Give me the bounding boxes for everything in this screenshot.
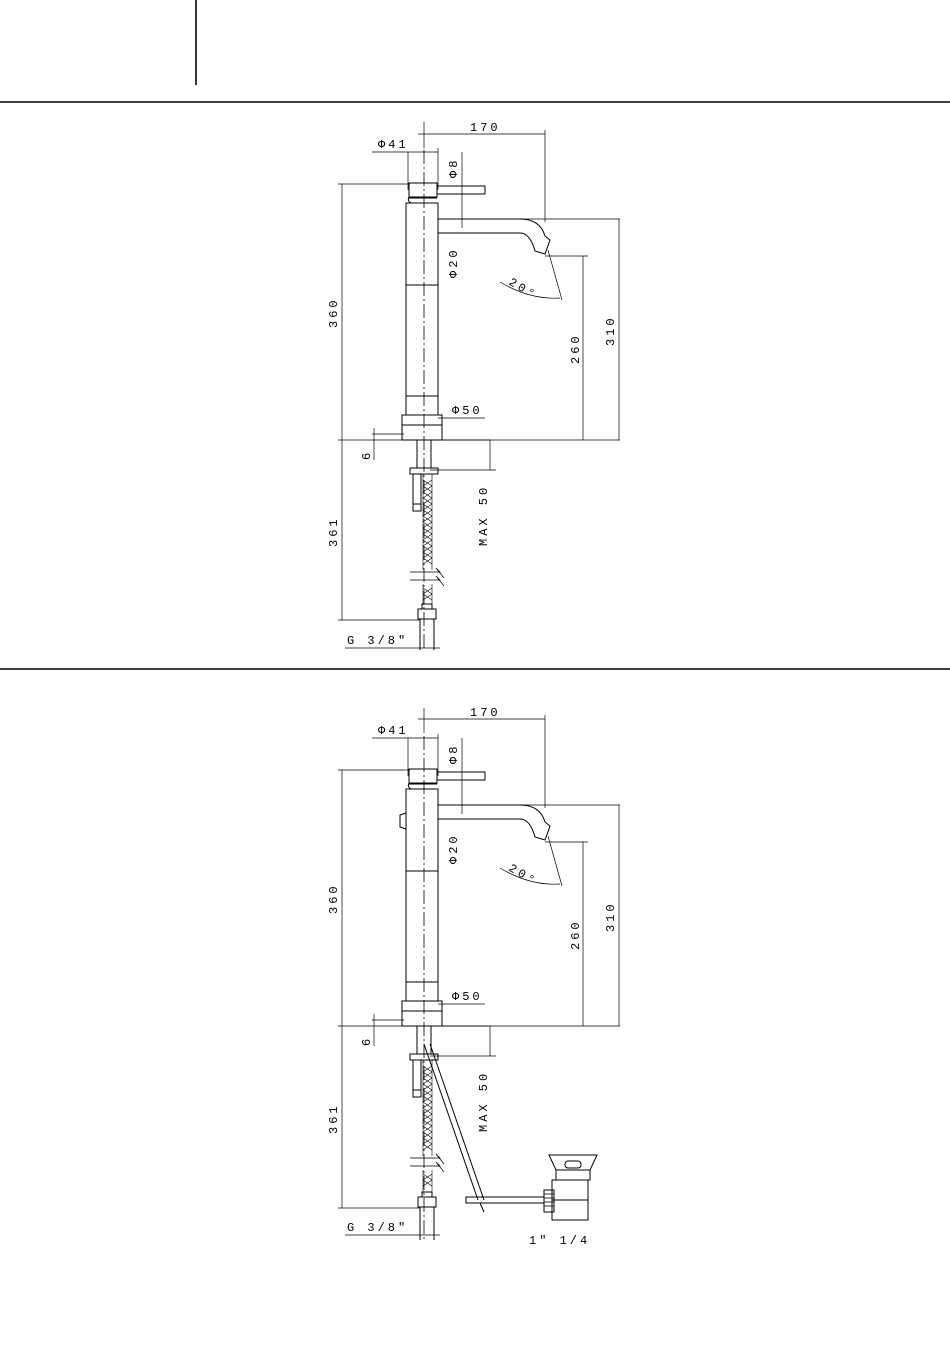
dim-below-deck: 361: [327, 516, 341, 547]
dim-base-thickness: 6: [360, 450, 374, 460]
dim-max-deck: MAX 50: [477, 1071, 491, 1132]
dim-thread: G 3/8": [347, 634, 408, 648]
dim-body-diameter: Φ41: [378, 724, 409, 738]
dim-width: 170: [470, 706, 501, 720]
dim-below-deck: 361: [327, 1103, 341, 1134]
drawing-top-basin-mixer: 170 Φ41 Φ8 Φ20 20° 260 310: [327, 121, 620, 650]
dim-outlet-height: 260: [569, 919, 583, 950]
dim-angle: 20°: [506, 861, 540, 888]
dim-base-diameter: Φ50: [452, 404, 483, 418]
dim-body-diameter: Φ41: [378, 138, 409, 152]
dim-max-deck: MAX 50: [477, 485, 491, 546]
dim-thread: G 3/8": [347, 1221, 408, 1235]
dim-angle: 20°: [506, 275, 540, 302]
dim-spout-diameter: Φ20: [447, 833, 461, 864]
dim-spout-diameter: Φ20: [447, 247, 461, 278]
dim-base-thickness: 6: [360, 1036, 374, 1046]
drawing-bottom-basin-mixer-with-waste: 170 Φ41 Φ8 Φ20 20° 260 310 Φ50: [327, 706, 620, 1248]
dim-waste-thread: 1" 1/4: [529, 1234, 590, 1248]
dim-outlet-height: 260: [569, 333, 583, 364]
dim-width: 170: [470, 121, 501, 135]
dim-lever-diameter: Φ8: [447, 744, 461, 764]
pop-up-waste: [544, 1155, 597, 1220]
dim-spout-height: 310: [604, 315, 618, 346]
dim-base-diameter: Φ50: [452, 990, 483, 1004]
dim-spout-height: 310: [604, 901, 618, 932]
dim-lever-diameter: Φ8: [447, 158, 461, 178]
dim-height: 360: [327, 883, 341, 914]
dim-height: 360: [327, 297, 341, 328]
